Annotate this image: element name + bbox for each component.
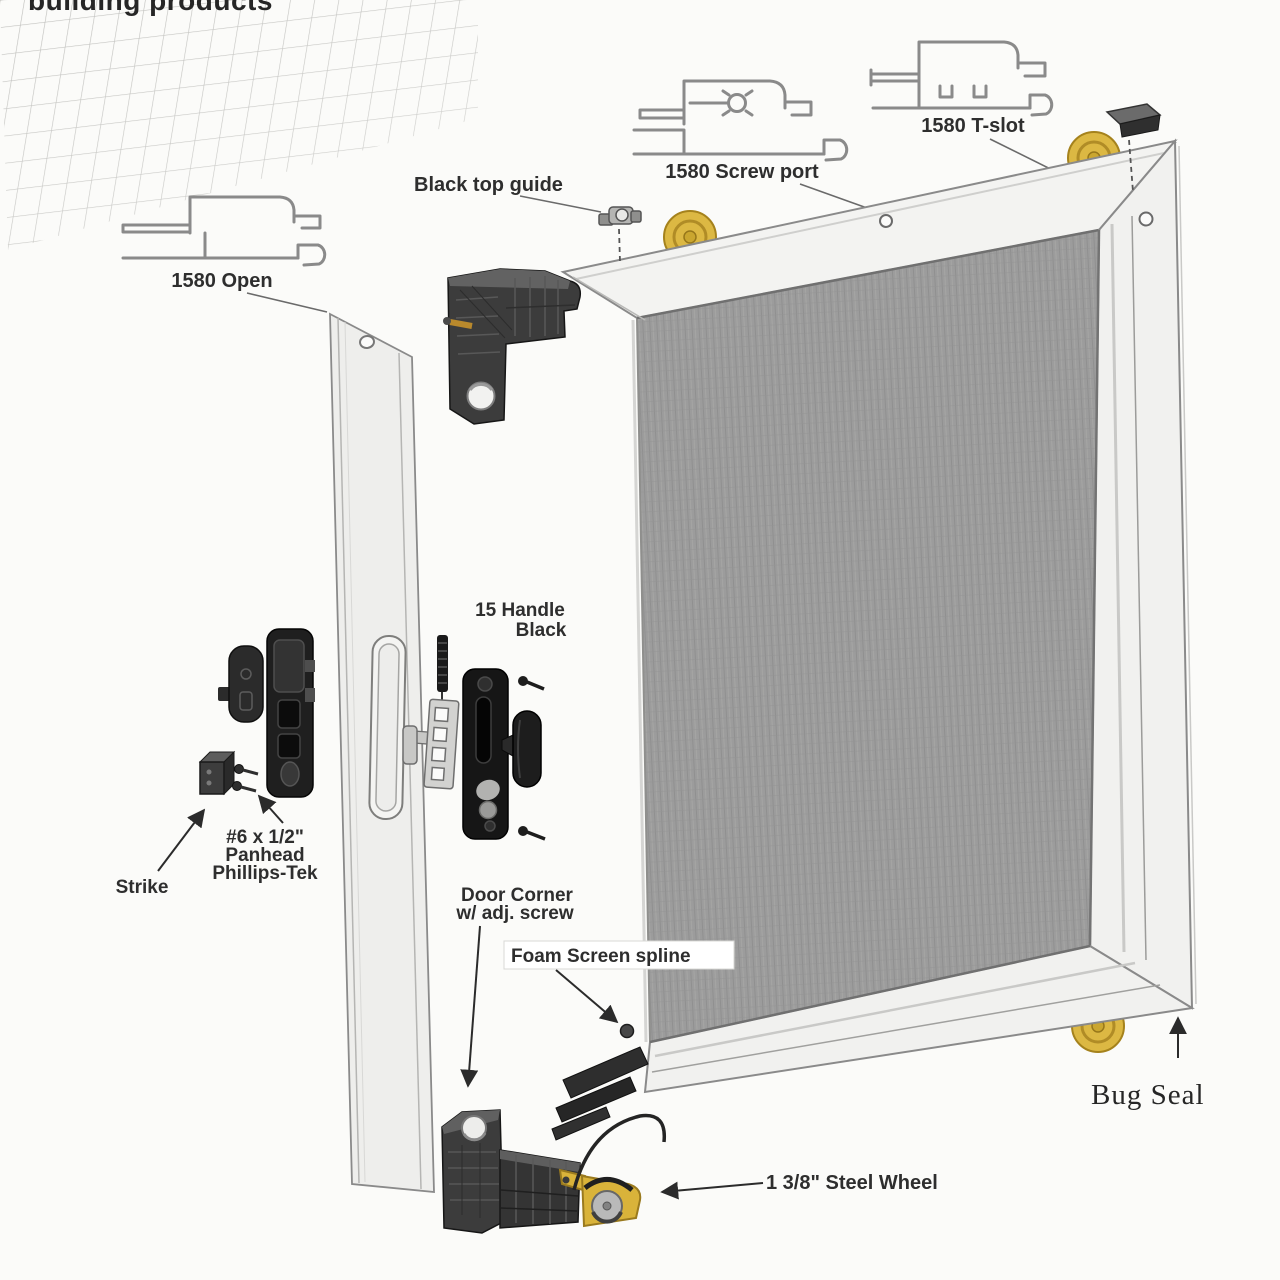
handle-slot-cutout (368, 635, 407, 821)
strike-plate-part (218, 645, 264, 723)
profile-1580-screw-port-label: 1580 Screw port (665, 161, 819, 183)
strike-bracket (198, 750, 236, 796)
label-screw-spec-line3: Phillips-Tek (212, 863, 318, 884)
label-foam-spline-group: Foam Screen spline (503, 940, 735, 970)
arrow-door-corner (460, 925, 481, 1088)
stile-screw-hole (359, 334, 375, 350)
profile-1580-screw-port: 1580 Screw port (632, 79, 882, 214)
profile-1580-open-label: 1580 Open (171, 270, 272, 292)
label-handle-line2: Black (516, 620, 567, 641)
panhead-screws (232, 764, 259, 793)
label-black-top-guide: Black top guide (414, 174, 563, 196)
label-door-corner-line1: Door Corner (461, 885, 574, 906)
door-bottom-rail (643, 944, 1195, 1094)
handle-screw-top (518, 676, 545, 691)
bottom-rail-end-pieces (551, 1046, 649, 1141)
thumb-latch (501, 710, 542, 788)
profile-1580-t-slot-label: 1580 T-slot (921, 115, 1025, 137)
label-screw-spec-line2: Panhead (225, 845, 304, 866)
leader-black-top-guide (519, 195, 602, 213)
arrow-foam-spline (555, 969, 619, 1024)
handle-screw-bottom (518, 826, 546, 841)
leader-1580-open (246, 292, 328, 313)
label-door-corner-line2: w/ adj. screw (455, 903, 573, 924)
handle-pin (437, 635, 448, 700)
corner-bracket-top (443, 268, 582, 425)
label-handle-line1: 15 Handle (475, 600, 565, 621)
profile-1580-open: 1580 Open (121, 195, 328, 313)
brand-text: building products (28, 0, 273, 16)
brass-adjustment-screw (449, 319, 473, 329)
label-screw-spec-line1: #6 x 1/2" (226, 827, 304, 848)
steel-wheel-assembly (558, 1168, 642, 1228)
t-slot-cap-part (1105, 103, 1162, 138)
mesh-left-edge-highlight (631, 319, 648, 1043)
left-door-stile (329, 312, 435, 1193)
screen-mesh-panel (637, 230, 1099, 1042)
arrow-screws (257, 794, 284, 824)
profile-1580-t-slot: 1580 T-slot (869, 40, 1054, 137)
mesh-left-edge (636, 317, 651, 1043)
corner-screw-hole (1138, 211, 1154, 227)
label-steel-wheel: 1 3/8" Steel Wheel (766, 1172, 938, 1194)
latch-body-part (266, 628, 315, 798)
handle-backplate (423, 698, 460, 790)
arrow-steel-wheel (660, 1181, 764, 1200)
screw-port-hole (879, 214, 893, 228)
label-bug-seal: Bug Seal (1091, 1079, 1205, 1111)
label-foam-spline: Foam Screen spline (511, 946, 691, 967)
label-strike: Strike (116, 877, 169, 898)
foam-spline-end (619, 1023, 635, 1039)
handle-body (462, 668, 509, 840)
spring-wire (572, 1113, 667, 1191)
arrow-strike (157, 808, 206, 872)
top-guide-part (598, 206, 642, 226)
mesh-backdrop-graphic (0, 0, 478, 250)
corner-bracket-bottom (441, 1109, 581, 1234)
guide-drop-dashed-line (618, 228, 621, 263)
